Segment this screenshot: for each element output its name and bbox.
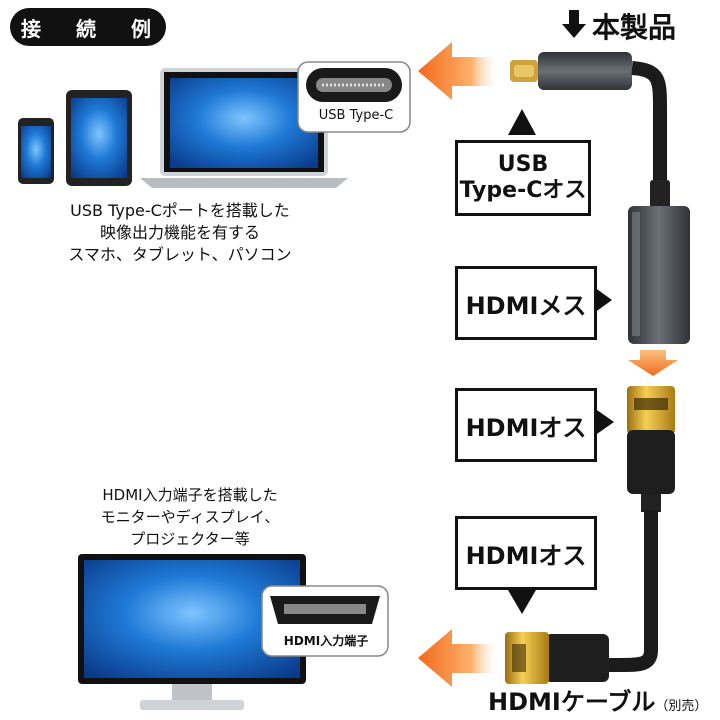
display-description: HDMI入力端子を搭載した モニターやディスプレイ、 プロジェクター等 [100,486,280,548]
section-title: 接 続 例 [10,8,166,46]
hdmi-male-label-1: HDMIオス [455,388,597,462]
hdmi-port-label: HDMI入力端子 [283,634,369,648]
smartphone-image [18,118,54,184]
down-arrow-icon [562,10,586,38]
tablet-image [66,90,132,186]
hdmi-female-label: HDMIメス [455,266,597,340]
source-device-description: USB Type-Cポートを搭載した 映像出力機能を有する スマホ、タブレット、… [68,201,292,264]
monitor-image [78,554,306,710]
hdmi-cable-name: HDMIケーブル [488,688,656,716]
pointer-right-hdmi-female-icon [594,287,612,313]
hdmi-cable-image [505,386,675,684]
usb-c-port-label: USB Type-C [318,108,394,123]
hdmi-port-callout [261,585,389,657]
arrow-down-icon [628,350,678,376]
hdmi-cable-label: HDMIケーブル（別売） [488,682,707,717]
pointer-right-hdmi-male-icon [594,408,614,436]
arrow-left-bottom-icon [418,629,500,687]
product-label: 本製品 [592,11,677,44]
hdmi-cable-note: （別売） [655,699,708,714]
adapter-product-image [510,52,690,344]
pointer-up-icon [508,109,536,135]
usb-c-port-callout [297,61,411,133]
hdmi-male-label-2: HDMIオス [455,516,597,590]
usb-c-male-label: USB Type-Cオス [455,140,591,216]
pointer-down-icon [508,590,536,614]
arrow-left-top-icon [418,42,500,100]
